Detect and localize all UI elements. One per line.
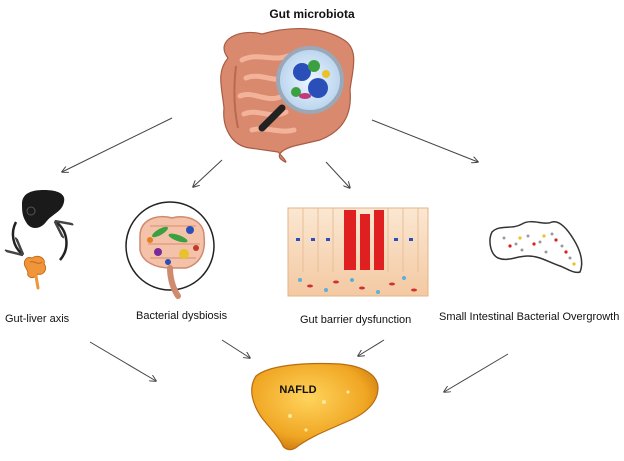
gut-liver-axis-illustration [13, 190, 67, 290]
label-bacterial-dysbiosis: Bacterial dysbiosis [136, 310, 228, 322]
nafld-liver-illustration [251, 362, 379, 451]
diagram-title: Gut microbiota [269, 7, 355, 21]
arrow-gut-liver-axis-to-nafld [89, 341, 156, 381]
arrow-gut-barrier-to-nafld [358, 339, 385, 356]
arrow-sibo-to-nafld [444, 353, 509, 392]
arrows [62, 117, 509, 392]
arrow-top-to-gut-barrier [325, 161, 350, 188]
label-gut-liver-axis: Gut-liver axis [5, 313, 70, 325]
label-sibo: Small Intestinal Bacterial Overgrowth [439, 311, 620, 323]
arrow-top-to-bacterial-dysbiosis [193, 159, 223, 187]
arrow-top-to-gut-liver-axis [62, 117, 173, 172]
gut-barrier-dysfunction-illustration [287, 207, 429, 297]
gut-microbiota-illustration [220, 28, 355, 163]
sibo-illustration [489, 220, 583, 274]
arrow-top-to-sibo [371, 119, 478, 162]
bacterial-dysbiosis-illustration [125, 201, 215, 299]
arrow-bacterial-dysbiosis-to-nafld [221, 339, 250, 358]
label-gut-barrier-dysfunction: Gut barrier dysfunction [300, 314, 412, 326]
label-nafld: NAFLD [279, 384, 317, 396]
